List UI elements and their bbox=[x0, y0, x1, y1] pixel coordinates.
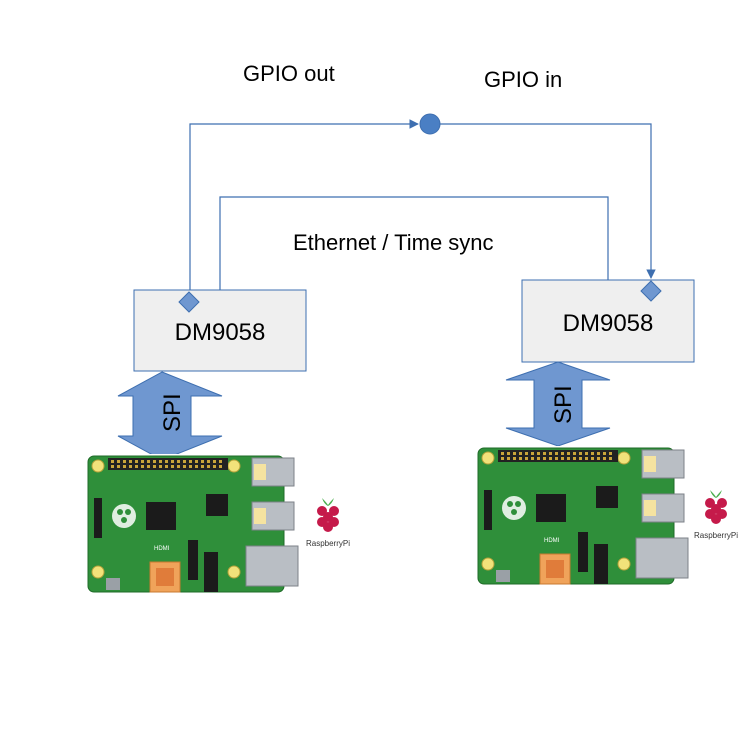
left-dm9058-box: DM9058 bbox=[133, 289, 307, 372]
gpio-in-label: GPIO in bbox=[484, 67, 562, 92]
right-chip-label: DM9058 bbox=[563, 310, 654, 337]
left-board-brand: RaspberryPi bbox=[306, 539, 350, 548]
left-raspberry-pi-board-icon: RaspberryPi bbox=[83, 453, 357, 595]
diamond-port-icon bbox=[178, 291, 200, 313]
left-chip-label: DM9058 bbox=[175, 319, 266, 346]
gpio-out-connector bbox=[189, 119, 419, 296]
ethernet-connector bbox=[219, 196, 609, 290]
gpio-in-connector bbox=[430, 123, 656, 279]
gpio-out-label: GPIO out bbox=[243, 61, 335, 86]
ethernet-label: Ethernet / Time sync bbox=[293, 230, 494, 255]
right-raspberry-pi-board-icon: RaspberryPi bbox=[473, 445, 747, 587]
left-spi-arrow: SPI bbox=[117, 371, 223, 461]
right-dm9058-box: DM9058 bbox=[521, 279, 695, 363]
diamond-port-icon bbox=[640, 280, 662, 302]
right-spi-arrow: SPI bbox=[505, 361, 611, 447]
circle-node-icon bbox=[419, 113, 441, 135]
left-spi-label: SPI bbox=[159, 393, 186, 432]
right-spi-label: SPI bbox=[550, 385, 577, 424]
right-board-brand: RaspberryPi bbox=[694, 531, 738, 540]
